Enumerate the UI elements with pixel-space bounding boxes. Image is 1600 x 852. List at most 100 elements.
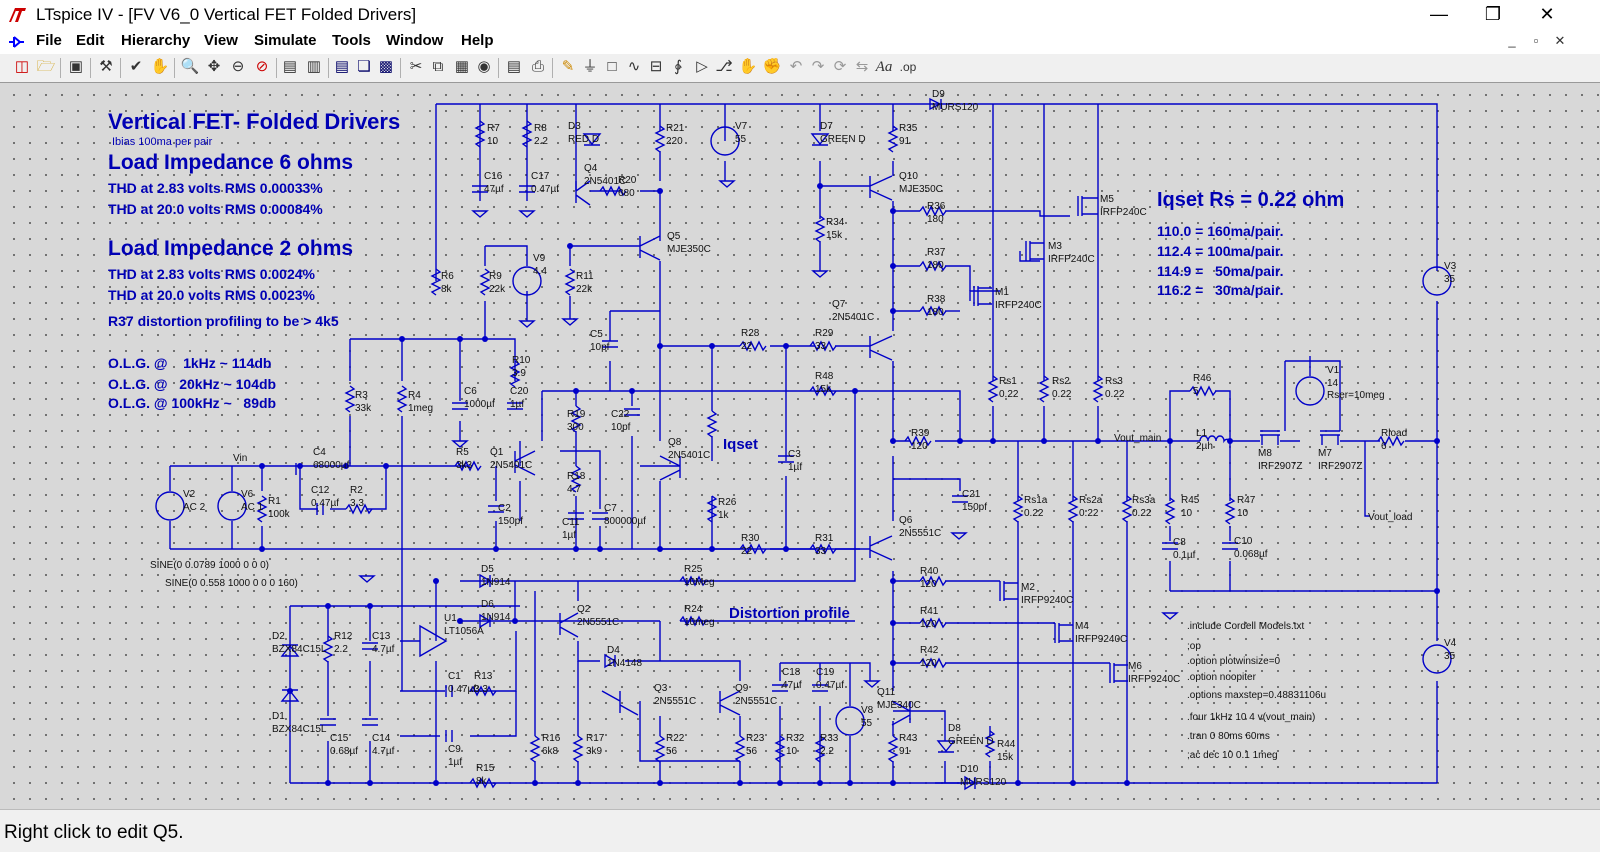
component-value-r6[interactable]: 8k: [441, 284, 452, 295]
maximize-button[interactable]: ❐: [1484, 4, 1502, 24]
component-value-r40[interactable]: 120: [920, 579, 937, 590]
component-value-r33[interactable]: 2.2: [820, 746, 834, 757]
tile-horizontal-icon[interactable]: ▤: [282, 58, 298, 75]
component-value-q9[interactable]: 2N5551C: [735, 696, 778, 707]
component-value-r3[interactable]: 33k: [355, 403, 372, 414]
component-ref-r17[interactable]: R17: [586, 733, 605, 744]
component-ref-m6[interactable]: M6: [1128, 661, 1142, 672]
component-value-q8[interactable]: 2N5401C: [668, 450, 711, 461]
component-ref-r18[interactable]: R18: [567, 471, 586, 482]
drag-icon[interactable]: ✊: [762, 58, 782, 75]
component-ref-q11[interactable]: Q11: [877, 687, 896, 698]
component-ref-q9[interactable]: Q9: [735, 683, 749, 694]
component-value-r26[interactable]: 1k: [718, 510, 729, 521]
component-ref-r19[interactable]: R19: [567, 409, 586, 420]
component-value-r12[interactable]: 2.2: [334, 644, 348, 655]
component-ref-c7[interactable]: C7: [604, 503, 617, 514]
component-value-v7[interactable]: 55: [735, 134, 747, 145]
component-value-r41[interactable]: 120: [920, 619, 937, 630]
v6-sine-directive[interactable]: SINE(0 0.558 1000 0 0 0 160): [165, 578, 298, 589]
new-schematic-icon[interactable]: ◫: [14, 58, 30, 75]
component-ref-r3[interactable]: R3: [355, 390, 368, 401]
component-value-q5[interactable]: MJE350C: [667, 244, 711, 255]
move-icon[interactable]: ✋: [738, 58, 758, 75]
component-ref-r37[interactable]: R37: [927, 247, 946, 258]
component-ref-c17[interactable]: C17: [531, 171, 550, 182]
directive[interactable]: .four 1kHz 10 4 v(vout_main): [1187, 712, 1316, 723]
component-value-c10[interactable]: 0.068µf: [1234, 549, 1268, 560]
component-ref-d3[interactable]: D3: [568, 121, 581, 132]
component-ref-m4[interactable]: M4: [1075, 621, 1089, 632]
component-ref-r31[interactable]: R31: [815, 533, 834, 544]
directive[interactable]: ;ac dec 10 0.1 1meg: [1187, 750, 1278, 761]
component-value-l1[interactable]: 2µh: [1196, 441, 1213, 452]
component-ref-m2[interactable]: M2: [1021, 582, 1035, 593]
component-ref-m3[interactable]: M3: [1048, 241, 1062, 252]
component-value-c19[interactable]: 0.47µf: [816, 680, 845, 691]
component-ref-v8[interactable]: V8: [861, 705, 874, 716]
component-value-r5[interactable]: 3k3: [456, 460, 473, 471]
component-ref-q1[interactable]: Q1: [490, 447, 504, 458]
component-ref-c22[interactable]: C22: [611, 409, 630, 420]
component-value-c9[interactable]: 1µf: [448, 757, 463, 768]
component-ref-r44[interactable]: R44: [997, 739, 1016, 750]
component-value-c15[interactable]: 0.68µf: [330, 746, 359, 757]
component-ref-r26[interactable]: R26: [718, 497, 737, 508]
component-value-m1[interactable]: IRFP240C: [995, 300, 1042, 311]
component-value-c14[interactable]: 4.7µf: [372, 746, 395, 757]
component-value-c2[interactable]: 150pf: [498, 516, 524, 527]
component-value-c8[interactable]: 0.1µf: [1173, 550, 1196, 561]
component-ref-c5[interactable]: C5: [590, 329, 603, 340]
component-ref-r43[interactable]: R43: [899, 733, 918, 744]
capacitor-icon[interactable]: ⊟: [649, 58, 663, 75]
component-ref-q4[interactable]: Q4: [584, 163, 598, 174]
component-value-c1[interactable]: 0.47µf: [448, 684, 477, 695]
zoom-in-icon[interactable]: 🔍: [180, 58, 200, 75]
mdi-close-button[interactable]: ✕: [1554, 33, 1566, 48]
component-value-d10[interactable]: MURS120: [960, 777, 1007, 788]
component-ref-r28[interactable]: R28: [741, 328, 760, 339]
draw-wire-icon[interactable]: ✎: [561, 58, 575, 75]
component-value-q10[interactable]: MJE350C: [899, 184, 943, 195]
component-value-r17[interactable]: 3k9: [586, 746, 603, 757]
component-value-m6[interactable]: IRFP9240C: [1128, 674, 1181, 685]
component-ref-r5[interactable]: R5: [456, 447, 469, 458]
component-ref-c20[interactable]: C20: [510, 386, 529, 397]
v2-sine-directive[interactable]: SINE(0 0.0789 1000 0 0 0): [150, 560, 269, 571]
component-value-r39[interactable]: 120: [911, 441, 928, 452]
component-value-d5[interactable]: 1N914: [481, 577, 511, 588]
print-icon[interactable]: ⎙: [531, 58, 544, 75]
minimize-button[interactable]: —: [1430, 4, 1448, 24]
component-value-c11[interactable]: 1µf: [562, 530, 577, 541]
component-value-m4[interactable]: IRFP9240C: [1075, 634, 1128, 645]
undo-icon[interactable]: ↶: [789, 58, 803, 75]
menu-simulate[interactable]: Simulate: [254, 32, 317, 49]
component-ref-r2[interactable]: R2: [350, 485, 363, 496]
component-ref-r41[interactable]: R41: [920, 606, 939, 617]
component-value-r29[interactable]: 33: [815, 341, 827, 352]
component-value-c18[interactable]: 47µf: [782, 680, 802, 691]
component-ref-r21[interactable]: R21: [666, 123, 685, 134]
component-ref-d10[interactable]: D10: [960, 764, 979, 775]
component-ref-r12[interactable]: R12: [334, 631, 353, 642]
close-button[interactable]: ✕: [1539, 4, 1555, 24]
component-ref-q2[interactable]: Q2: [577, 604, 591, 615]
component-ref-r45[interactable]: R45: [1181, 495, 1200, 506]
component-ref-c14[interactable]: C14: [372, 733, 391, 744]
run-icon[interactable]: ✔: [129, 58, 143, 75]
pan-icon[interactable]: ✥: [207, 58, 221, 75]
component-ref-r22[interactable]: R22: [666, 733, 685, 744]
component-ref-r29[interactable]: R29: [815, 328, 834, 339]
component-value-d2[interactable]: BZX84C15L: [272, 644, 327, 655]
component-ref-v1[interactable]: V1: [1327, 365, 1340, 376]
component-ref-rs1a[interactable]: Rs1a: [1024, 495, 1048, 506]
component-value-r44[interactable]: 15k: [997, 752, 1014, 763]
directive[interactable]: .option plotwinsize=0: [1187, 656, 1281, 667]
component-ref-q5[interactable]: Q5: [667, 231, 681, 242]
component-value-v1_rser[interactable]: Rser=10meg: [1327, 390, 1385, 401]
component-value-v8[interactable]: 55: [861, 718, 873, 729]
component-value-r18[interactable]: 4.7: [567, 484, 581, 495]
component-value-m7[interactable]: IRF2907Z: [1318, 461, 1363, 472]
component-value-r38[interactable]: 180: [927, 307, 944, 318]
component-value-c5[interactable]: 10pf: [590, 342, 610, 353]
